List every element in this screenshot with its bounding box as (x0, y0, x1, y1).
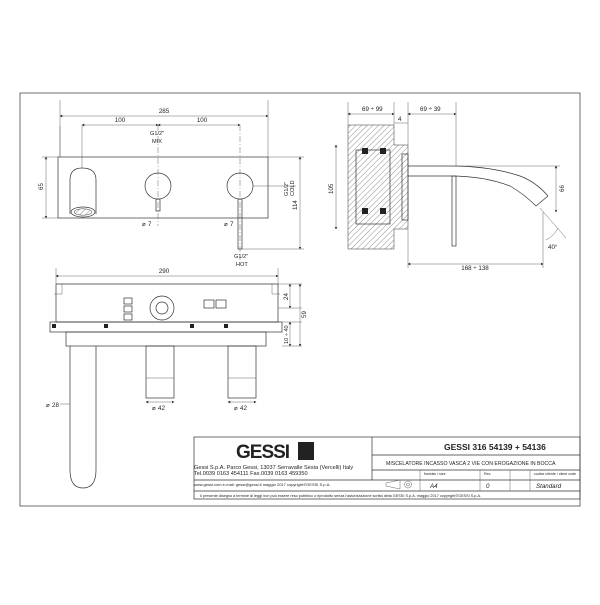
mix-label: MIX (152, 139, 162, 145)
aerator-outline (70, 206, 96, 218)
dim-4-text: 4 (398, 116, 402, 123)
formato-label: formato / size (424, 472, 446, 476)
dim-114-text: 114 (292, 200, 299, 210)
dim-depth-text: 168 ÷ 138 (461, 265, 489, 272)
dim-69-39-text: 69 ÷ 39 (420, 106, 441, 113)
plan-front-plate (65, 331, 267, 347)
mark-4 (224, 324, 228, 328)
side-view: 69 ÷ 99 69 ÷ 39 4 105 66 40° 168 ÷ 138 (328, 102, 567, 272)
rev-label: Rev. (484, 472, 491, 476)
dim-105-text: 105 (328, 183, 335, 194)
housing-step-right (271, 284, 280, 295)
lever-dia-left: 7 (148, 221, 152, 228)
dim-290-text: 290 (159, 268, 170, 275)
cold-label: COLD (290, 180, 296, 196)
rev-value: 0 (486, 483, 490, 490)
dia-42-left-symbol: ⌀ (152, 405, 156, 412)
wall-section (347, 124, 409, 250)
screw-top-left (362, 148, 368, 154)
plan-center-fitting (149, 295, 175, 321)
spout-tip (535, 195, 549, 207)
product-code: GESSI 316 54139 + 54136 (444, 442, 546, 452)
lever-dia-symbol-left: ⌀ (142, 221, 146, 228)
side-plate (401, 153, 409, 221)
body-in-wall (355, 149, 391, 225)
mix-thread-text: G1/2" (150, 131, 164, 137)
title-block: GESSI Gessi S.p.A. Parco Gessi, 13037 Se… (193, 436, 581, 500)
screw-bottom-left (362, 208, 368, 214)
block-3 (123, 313, 133, 321)
title-block-frame (193, 436, 581, 500)
projection-symbol-inner (406, 482, 410, 487)
dim-59-text: 59 (301, 311, 308, 318)
mark-3 (190, 324, 194, 328)
dim-65-text: 65 (38, 183, 45, 190)
dim-10-40-text: 10 ÷ 40 (284, 325, 290, 344)
product-description: MISCELATORE INCASSO VASCA 2 VIE CON EROG… (386, 461, 556, 467)
company-line-1: Gessi S.p.A. Parco Gessi, 13037 Serraval… (194, 465, 353, 471)
angle-leader (539, 207, 567, 239)
company-line-3: www.gessi.com e-mail: gessi@gessi.it mag… (194, 482, 330, 487)
hot-thread-text: G1/2" (234, 254, 248, 260)
plan-mix-knob (145, 345, 175, 399)
block-1 (123, 297, 133, 305)
plan-spout (69, 346, 97, 489)
projection-symbol-cone (385, 479, 401, 490)
dia-42-right-symbol: ⌀ (234, 405, 238, 412)
dim-66-text: 66 (559, 185, 566, 192)
plan-center-inner (155, 301, 169, 315)
client-value: Standard (536, 483, 562, 490)
side-lever (451, 175, 457, 247)
dia-42-right-text: 42 (240, 405, 247, 412)
plan-housing (55, 283, 279, 323)
front-view: 285 100 100 G1/2" MIX G1/2" COLD G1/2" H… (38, 100, 304, 268)
housing-step-left (54, 284, 63, 295)
cold-thread-text: G1/2" (284, 182, 290, 196)
screw-top-right (380, 148, 386, 154)
aerator-mesh (73, 208, 93, 216)
spout-upper (408, 165, 549, 197)
screw-bottom-right (380, 208, 386, 214)
company-line-2: Tel.0039 0163 454111 Fax.0039 0163 45935… (194, 471, 308, 477)
dim-100-right-text: 100 (197, 117, 208, 124)
formato-value: A4 (429, 483, 438, 490)
front-plate (57, 156, 269, 219)
dim-285-text: 285 (159, 108, 170, 115)
block-4 (203, 299, 215, 309)
dia-28-text: 28 (52, 402, 59, 409)
dim-100-left-text: 100 (115, 117, 126, 124)
logo-block (298, 442, 314, 460)
block-2 (123, 305, 133, 313)
angle-arc (545, 227, 559, 241)
dim-24-text: 24 (283, 293, 290, 300)
gessi-logo: GESSI (236, 442, 290, 463)
footer-note: Il presente disegno a termine di leggi n… (200, 494, 481, 498)
lever-dia-symbol-right: ⌀ (224, 221, 228, 228)
block-5 (215, 299, 227, 309)
mark-2 (104, 324, 108, 328)
plan-view: 290 24 59 10 ÷ 40 ⌀ 28 ⌀ 42 ⌀ 42 (46, 268, 308, 489)
dim-69-99-text: 69 ÷ 99 (362, 106, 383, 113)
client-label: codice cliente / client code (534, 472, 576, 476)
dia-42-left-text: 42 (158, 405, 165, 412)
angle-text: 40° (548, 244, 558, 251)
dia-28-symbol: ⌀ (46, 402, 50, 409)
lever-dia-right: 7 (230, 221, 234, 228)
spout-lower (408, 175, 537, 207)
plan-cold-knob (227, 345, 257, 399)
hot-label: HOT (236, 262, 248, 268)
sheet-border (19, 92, 581, 507)
plan-base-plate (49, 321, 283, 333)
mark-1 (52, 324, 56, 328)
projection-symbol-circle (404, 480, 412, 489)
